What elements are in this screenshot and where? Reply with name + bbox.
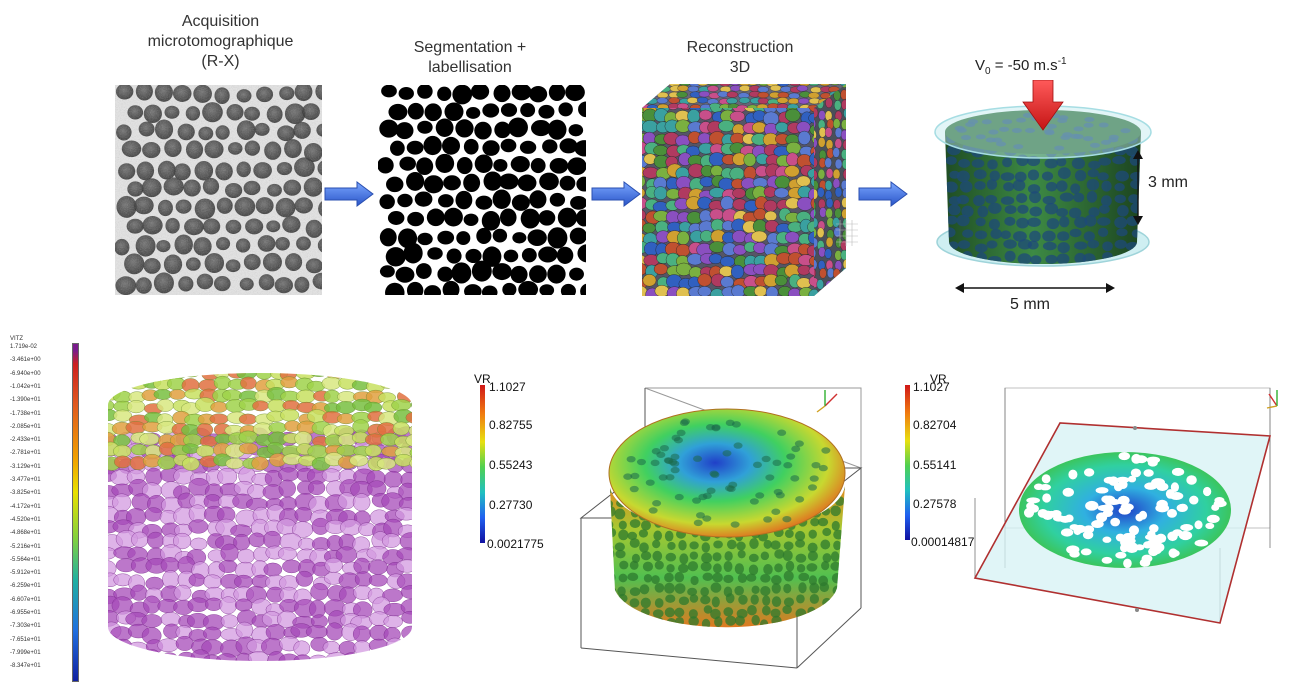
height-dimension-arrow — [1133, 150, 1143, 225]
cb2-tick-3: 0.27730 — [489, 498, 533, 512]
cb3-title: VR — [930, 372, 947, 386]
velocity-grain-cylinder — [108, 373, 412, 661]
vr-slice-plane-render — [973, 387, 1278, 624]
cb2-tick-4: 0.0021775 — [487, 537, 544, 551]
width-dimension-arrow — [955, 283, 1115, 293]
left-colorbar-tick: -6.955e+01 — [10, 610, 41, 616]
step1-caption: Acquisition microtomographique (R-X) — [118, 12, 323, 72]
reconstruction-3d-cube — [642, 84, 858, 296]
left-colorbar-tick: -4.172e+01 — [10, 503, 41, 510]
left-colorbar-title: VITZ — [10, 336, 23, 342]
left-colorbar-tick: -7.651e+01 — [10, 636, 41, 643]
step3-caption: Reconstruction 3D — [650, 38, 830, 78]
step2-line2: labellisation — [428, 59, 512, 76]
cb3-tick-1: 0.82704 — [913, 418, 957, 432]
left-colorbar-tick: -7.303e+01 — [10, 623, 41, 630]
left-colorbar-tick: -6.607e+01 — [10, 596, 41, 603]
flow-arrow-3 — [858, 181, 908, 207]
cb3-tick-0: 1.1027 — [913, 380, 950, 394]
left-colorbar-tick: -5.216e+01 — [10, 543, 41, 550]
left-colorbar-tick: -3.477e+01 — [10, 477, 41, 483]
axis-triad-2 — [1266, 390, 1278, 409]
left-colorbar-tick: -2.433e+01 — [10, 437, 41, 444]
left-colorbar-tick: -5.564e+01 — [10, 556, 41, 563]
segmentation-grains — [378, 85, 586, 295]
flow-arrow-1 — [324, 181, 374, 207]
left-colorbar-tick: -3.129e+01 — [10, 463, 41, 470]
left-colorbar-tick: -8.347e+01 — [10, 663, 41, 670]
left-colorbar-tick: -1.738e+01 — [10, 410, 41, 417]
xray-acquisition-image — [115, 85, 322, 295]
left-colorbar — [72, 343, 79, 682]
left-colorbar-tick: -2.781e+01 — [10, 450, 41, 457]
cb2-tick-2: 0.55243 — [489, 458, 533, 472]
flow-arrow-2 — [591, 181, 641, 207]
step2-line1: Segmentation + — [413, 39, 527, 56]
load-arrow — [1022, 80, 1064, 131]
velocity-label: V0 = -50 m.s-1 — [975, 56, 1067, 77]
step2-caption: Segmentation + labellisation — [380, 38, 560, 78]
cb3-tick-2: 0.55141 — [913, 458, 957, 472]
vr-sample-render — [579, 387, 863, 669]
cb2-tick-1: 0.82755 — [489, 418, 533, 432]
cb2-bar — [480, 385, 485, 543]
left-colorbar-tick: -1.390e+01 — [10, 397, 41, 404]
cb3-bar — [905, 385, 910, 540]
left-colorbar-tick: -1.042e+01 — [10, 383, 41, 390]
left-colorbar-tick: -4.868e+01 — [10, 530, 41, 537]
left-colorbar-tick: -3.825e+01 — [10, 490, 41, 497]
grid-widget — [836, 220, 858, 246]
left-colorbar-tick: -3.461e+00 — [10, 357, 41, 364]
cb3-tick-3: 0.27578 — [913, 497, 957, 511]
compression-cylinder-model — [934, 80, 1152, 293]
step3-line1: Reconstruction — [686, 39, 794, 56]
segmentation-image — [378, 85, 586, 295]
step1-line2: microtomographique — [147, 33, 294, 50]
cb2-title: VR — [474, 372, 491, 386]
height-label: 3 mm — [1148, 174, 1188, 191]
axis-triad — [816, 390, 838, 413]
step1-line1: Acquisition — [181, 13, 260, 30]
cb2-tick-0: 1.1027 — [489, 380, 526, 394]
left-colorbar-tick: -4.520e+01 — [10, 516, 41, 523]
left-colorbar-tick: -2.085e+01 — [10, 423, 41, 430]
left-colorbar-tick: 1.719e-02 — [10, 344, 38, 350]
cb3-tick-4: 0.00014817 — [911, 535, 975, 549]
left-colorbar-tick: -5.912e+01 — [10, 570, 41, 577]
step1-line3: (R-X) — [201, 53, 240, 70]
left-colorbar-tick: -6.940e+00 — [10, 370, 41, 377]
left-colorbar-tick: -7.999e+01 — [10, 649, 41, 656]
left-colorbar-tick: -6.259e+01 — [10, 583, 41, 590]
step3-line2: 3D — [729, 59, 751, 76]
width-label: 5 mm — [1010, 296, 1050, 313]
